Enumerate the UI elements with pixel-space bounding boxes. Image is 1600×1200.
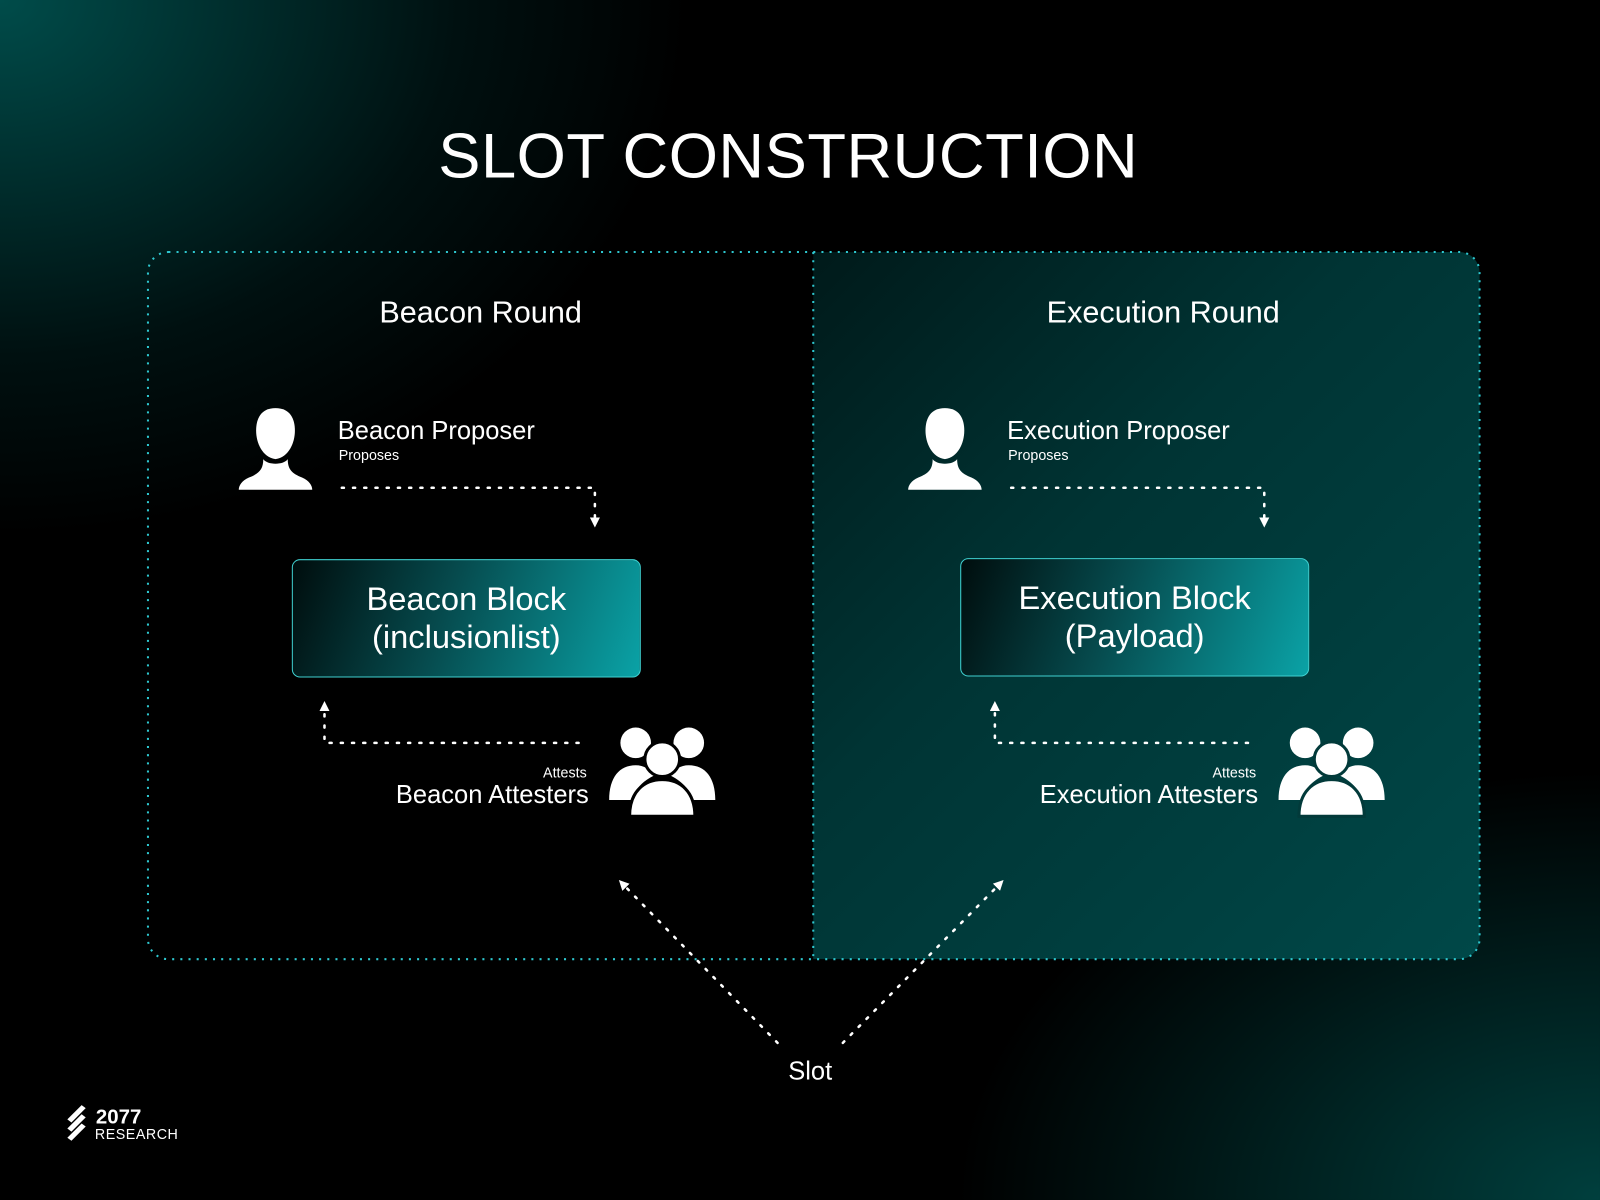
execution-propose-arrow bbox=[1009, 486, 1270, 528]
beacon-round-title: Beacon Round bbox=[379, 295, 582, 330]
page-title: SLOT CONSTRUCTION bbox=[438, 121, 1139, 192]
execution-proposes-label: Proposes bbox=[1008, 446, 1069, 464]
logo-number: 2077 bbox=[95, 1106, 142, 1129]
beacon-block: Beacon Block (inclusionlist) bbox=[291, 559, 641, 678]
beacon-proposes-label: Proposes bbox=[338, 446, 400, 464]
slot-label: Slot bbox=[788, 1057, 833, 1086]
execution-attesters-label: Execution Attesters bbox=[1039, 780, 1259, 810]
beacon-attesters-label: Beacon Attesters bbox=[395, 780, 589, 810]
logo-text: RESEARCH bbox=[94, 1125, 179, 1142]
execution-block: Execution Block (Payload) bbox=[960, 558, 1310, 677]
beacon-attesters-group-icon bbox=[609, 727, 716, 818]
beacon-propose-arrow bbox=[340, 486, 600, 528]
beacon-proposer-label: Beacon Proposer bbox=[337, 416, 535, 445]
execution-attesters-group-icon bbox=[1278, 727, 1385, 818]
slot-to-execution-arrow bbox=[841, 880, 1004, 1045]
execution-attests-label: Attests bbox=[1212, 764, 1257, 781]
slot-boundary bbox=[146, 251, 1481, 961]
execution-block-title: Execution Block bbox=[1018, 579, 1251, 617]
beacon-proposer-person-icon bbox=[238, 408, 313, 490]
execution-attest-arrow bbox=[989, 701, 1250, 745]
beacon-block-subtitle: (inclusionlist) bbox=[371, 618, 561, 656]
beacon-attests-label: Attests bbox=[543, 764, 587, 781]
beacon-attest-arrow bbox=[319, 701, 580, 745]
execution-proposer-person-icon bbox=[908, 408, 982, 490]
execution-round-title: Execution Round bbox=[1046, 295, 1280, 330]
execution-block-subtitle: (Payload) bbox=[1064, 617, 1205, 655]
beacon-block-title: Beacon Block bbox=[366, 580, 567, 618]
logo-stripes-icon bbox=[67, 1105, 86, 1141]
slot-to-beacon-arrow bbox=[618, 880, 779, 1045]
execution-proposer-label: Execution Proposer bbox=[1007, 416, 1230, 445]
